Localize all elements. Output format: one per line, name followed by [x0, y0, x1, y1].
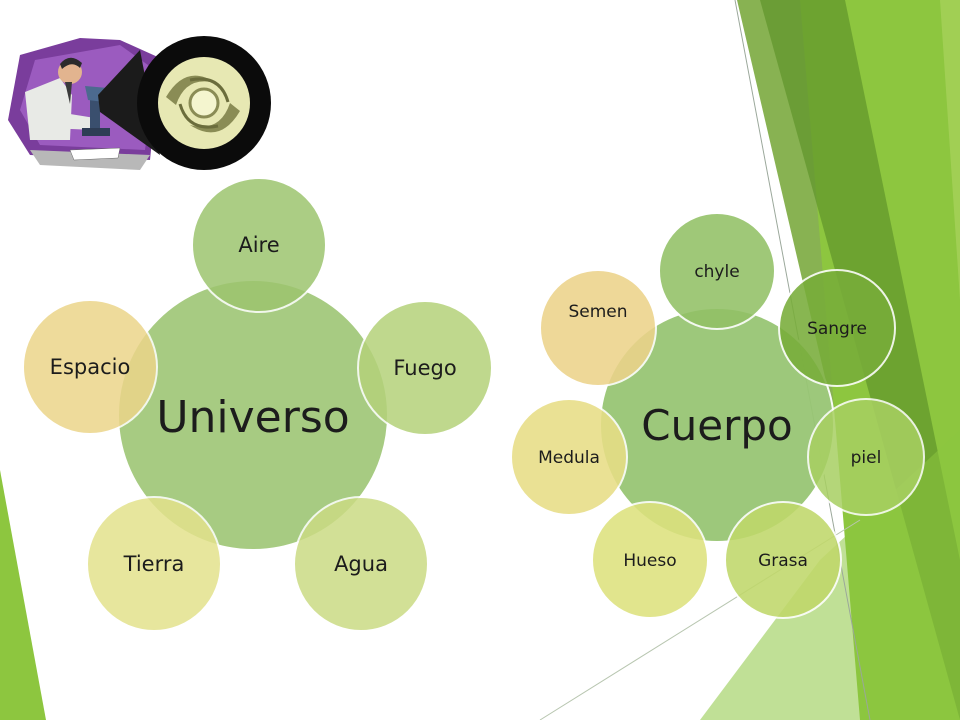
universo-node-label: Fuego — [393, 356, 456, 380]
cuerpo-diagram: Cuerpo chyle Sangre piel Grasa Hueso Med… — [510, 212, 925, 619]
universo-node-fuego: Fuego — [357, 300, 493, 436]
cuerpo-node-hueso: Hueso — [591, 501, 709, 619]
universo-node-label: Tierra — [123, 552, 185, 576]
cuerpo-node-label: Hueso — [623, 551, 676, 571]
cuerpo-node-piel: piel — [807, 398, 925, 516]
cuerpo-node-label: Sangre — [807, 319, 867, 339]
cuerpo-node-label: piel — [851, 448, 882, 468]
cuerpo-node-semen: Semen — [539, 269, 657, 387]
universo-node-label: Espacio — [50, 355, 131, 379]
cuerpo-center-label: Cuerpo — [641, 401, 792, 450]
universo-node-agua: Agua — [293, 496, 429, 632]
cuerpo-node-medula: Medula — [510, 398, 628, 516]
universo-node-label: Agua — [334, 552, 388, 576]
cuerpo-node-label: Medula — [538, 448, 600, 468]
cuerpo-node-sangre: Sangre — [778, 269, 896, 387]
cuerpo-node-label: chyle — [694, 262, 739, 282]
universo-node-espacio: Espacio — [22, 299, 158, 435]
universo-center-label: Universo — [156, 392, 349, 443]
universo-node-aire: Aire — [191, 177, 327, 313]
cuerpo-node-chyle: chyle — [658, 212, 776, 330]
universo-node-label: Aire — [238, 233, 279, 257]
cuerpo-node-label: Semen — [568, 302, 627, 322]
scientist-illustration — [8, 36, 271, 170]
cuerpo-node-label: Grasa — [758, 551, 808, 571]
universo-node-tierra: Tierra — [86, 496, 222, 632]
universo-diagram: Universo Aire Fuego Agua Tierra Espacio — [22, 177, 493, 632]
cuerpo-node-grasa: Grasa — [724, 501, 842, 619]
